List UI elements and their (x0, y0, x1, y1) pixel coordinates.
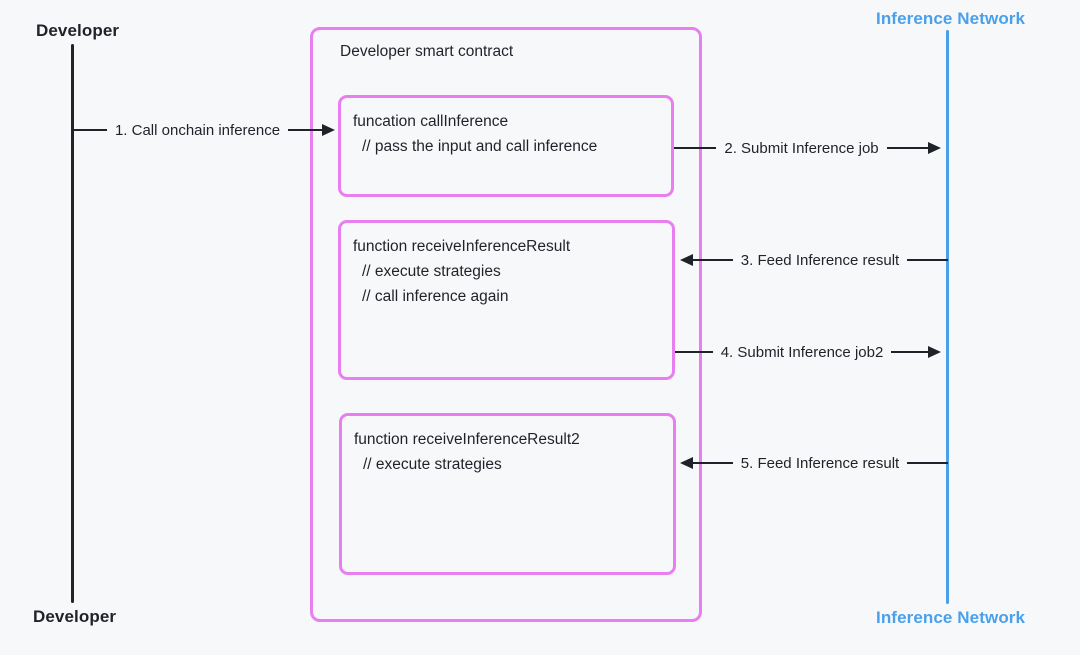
arrowhead-right-icon (928, 142, 942, 154)
arrow-call-onchain-inference: 1. Call onchain inference (72, 120, 336, 140)
arrow-line (674, 146, 717, 150)
arrow-label: 3. Feed Inference result (740, 251, 900, 269)
arrow-line (675, 350, 713, 354)
arrow-label: 4. Submit Inference job2 (720, 343, 884, 361)
arrow-feed-inference-result: 3. Feed Inference result (680, 250, 948, 270)
arrow-feed-inference-result-2: 5. Feed Inference result (680, 453, 948, 473)
developer-label-top: Developer (36, 21, 120, 40)
arrow-line (886, 146, 930, 150)
arrow-line (288, 128, 324, 132)
inference-network-label-top: Inference Network (876, 9, 1026, 28)
function-box-receiveInferenceResult: function receiveInferenceResult // execu… (338, 220, 675, 380)
arrow-line (72, 128, 107, 132)
developer-label-bottom: Developer (33, 607, 117, 626)
function-box-callInference: funcation callInference // pass the inpu… (338, 95, 674, 197)
arrow-submit-inference-job2: 4. Submit Inference job2 (675, 342, 942, 362)
arrow-line (891, 350, 930, 354)
developer-lifeline (71, 44, 74, 603)
arrow-line (907, 258, 948, 262)
arrow-label: 1. Call onchain inference (114, 121, 281, 139)
code-line: function receiveInferenceResult (353, 238, 571, 255)
code-comment-line: // call inference again (362, 288, 509, 305)
arrow-label: 2. Submit Inference job (724, 139, 879, 157)
smart-contract-title: Developer smart contract (340, 43, 514, 60)
inference-network-label-bottom: Inference Network (876, 608, 1026, 627)
inference-network-lifeline (946, 30, 949, 604)
arrow-line (692, 461, 733, 465)
arrowhead-right-icon (322, 124, 336, 136)
code-line: function receiveInferenceResult2 (354, 431, 580, 448)
code-comment-line: // execute strategies (362, 263, 501, 280)
code-line: funcation callInference (353, 113, 509, 130)
code-comment-line: // execute strategies (363, 456, 502, 473)
code-comment-line: // pass the input and call inference (362, 138, 598, 155)
arrowhead-left-icon (680, 254, 693, 266)
arrowhead-left-icon (680, 457, 693, 469)
arrow-line (907, 461, 948, 465)
smart-contract-container (310, 27, 702, 622)
function-box-receiveInferenceResult2: function receiveInferenceResult2 // exec… (339, 413, 676, 575)
arrow-line (692, 258, 733, 262)
arrow-submit-inference-job: 2. Submit Inference job (674, 138, 942, 158)
arrow-label: 5. Feed Inference result (740, 454, 900, 472)
arrowhead-right-icon (928, 346, 942, 358)
